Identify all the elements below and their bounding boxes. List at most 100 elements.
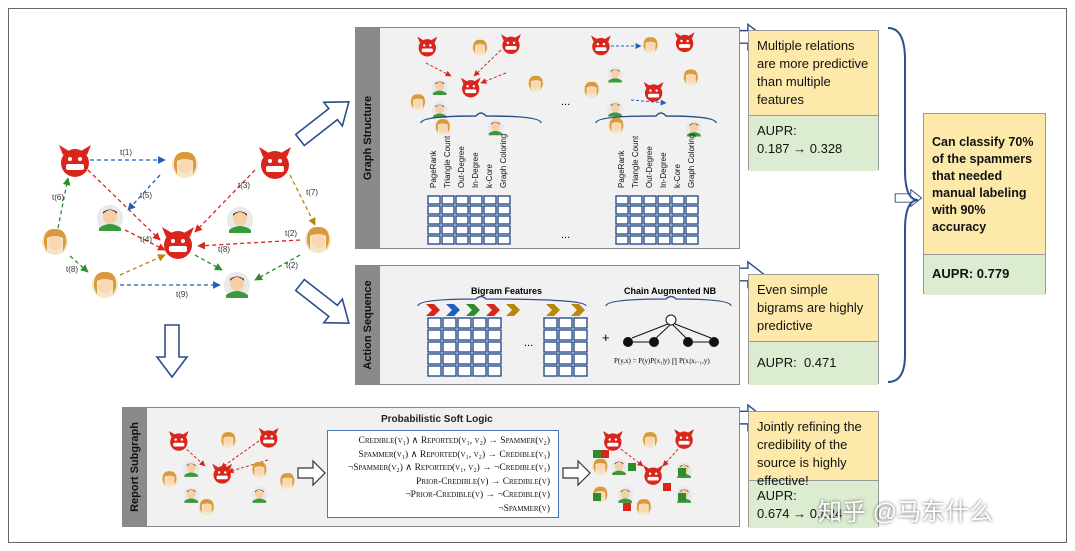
plus-sign: + bbox=[602, 330, 610, 345]
chain-label: Chain Augmented NB bbox=[624, 286, 717, 296]
matrix-cell bbox=[543, 317, 558, 329]
matrix-cell bbox=[442, 317, 457, 329]
feature-label: Out-Degree bbox=[645, 146, 654, 188]
matrix-cell bbox=[685, 205, 699, 215]
matrix-cell bbox=[469, 205, 483, 215]
matrix-cell bbox=[469, 195, 483, 205]
matrix-cell bbox=[615, 195, 629, 205]
matrix-cell bbox=[483, 205, 497, 215]
action-result: Even simple bigrams are highly predictiv… bbox=[748, 274, 879, 385]
matrix-cell bbox=[657, 215, 671, 225]
curly-brace bbox=[887, 27, 919, 383]
matrix-cell bbox=[441, 205, 455, 215]
edge-label: t(8) bbox=[218, 245, 230, 254]
matrix-cell bbox=[671, 215, 685, 225]
result-finding: Jointly refining the credibility of the … bbox=[749, 412, 878, 488]
matrix-cell bbox=[629, 215, 643, 225]
matrix-cell bbox=[643, 225, 657, 235]
feature-label: k-Core bbox=[485, 163, 494, 188]
bigram-chevron bbox=[466, 304, 480, 316]
graph-structure-panel: Graph Structure ... ... PageRank Triangl… bbox=[355, 27, 740, 249]
matrix-cell bbox=[483, 225, 497, 235]
matrix-cell bbox=[643, 215, 657, 225]
matrix-cell bbox=[497, 205, 511, 215]
matrix-cell bbox=[685, 235, 699, 245]
matrix-cell bbox=[497, 235, 511, 245]
action-sequence-figure: Bigram Features Chain Augmented NB ... +… bbox=[417, 286, 732, 377]
edge-label: t(5) bbox=[140, 191, 152, 200]
matrix-cell bbox=[487, 353, 502, 365]
panel-sidebar: Graph Structure bbox=[356, 28, 380, 248]
matrix-cell bbox=[472, 329, 487, 341]
edge-label: t(2) bbox=[286, 261, 298, 270]
matrix-cell bbox=[497, 215, 511, 225]
bigram-chevron bbox=[486, 304, 500, 316]
matrix-cell bbox=[427, 215, 441, 225]
result-metric: AUPR: 0.471 bbox=[749, 341, 878, 385]
matrix-cell bbox=[472, 341, 487, 353]
edge-label: t(6) bbox=[52, 193, 64, 202]
matrix-cell bbox=[483, 195, 497, 205]
matrix-cell bbox=[657, 195, 671, 205]
feature-label: Graph Coloring bbox=[499, 134, 508, 188]
psl-rule: ¬Spammer(v) bbox=[498, 503, 550, 514]
ellipsis: ... bbox=[561, 96, 570, 108]
input-graph bbox=[42, 145, 331, 298]
matrix-cell bbox=[487, 365, 502, 377]
matrix-cell bbox=[469, 225, 483, 235]
matrix-cell bbox=[442, 341, 457, 353]
final-finding: Can classify 70% of the spammers that ne… bbox=[924, 114, 1045, 254]
matrix-cell bbox=[497, 225, 511, 235]
result-metric: AUPR: 0.187 → 0.328 bbox=[749, 115, 878, 171]
bigram-chevron bbox=[426, 304, 440, 316]
matrix-cell bbox=[558, 341, 573, 353]
matrix-cell bbox=[457, 317, 472, 329]
result-finding: Even simple bigrams are highly predictiv… bbox=[749, 275, 878, 341]
psl-rules: Credible(v₁) ∧ Reported(v₁, v₂) → Spamme… bbox=[327, 430, 559, 518]
matrix-cell bbox=[497, 195, 511, 205]
action-sequence-panel: Action Sequence Bigram Features Chain Au… bbox=[355, 265, 740, 385]
matrix-cell bbox=[615, 225, 629, 235]
feature-label: In-Degree bbox=[471, 152, 480, 188]
matrix-cell bbox=[442, 329, 457, 341]
matrix-cell bbox=[615, 235, 629, 245]
matrix-cell bbox=[487, 317, 502, 329]
feature-matrix bbox=[427, 195, 511, 245]
metric-label: AUPR: bbox=[757, 488, 797, 503]
matrix-cell bbox=[487, 341, 502, 353]
feature-label: k-Core bbox=[673, 163, 682, 188]
figure-frame bbox=[8, 8, 1067, 543]
watermark: 知乎 @马东什么 bbox=[818, 499, 994, 526]
matrix-cell bbox=[643, 235, 657, 245]
matrix-cell bbox=[472, 365, 487, 377]
matrix-cell bbox=[483, 215, 497, 225]
matrix-cell bbox=[615, 205, 629, 215]
report-result: Jointly refining the credibility of the … bbox=[748, 411, 879, 528]
matrix-cell bbox=[427, 235, 441, 245]
feature-matrix bbox=[615, 195, 699, 245]
feature-label: Triangle Count bbox=[443, 135, 452, 188]
matrix-cell bbox=[442, 365, 457, 377]
matrix-cell bbox=[685, 225, 699, 235]
matrix-cell bbox=[487, 329, 502, 341]
matrix-cell bbox=[573, 353, 588, 365]
matrix-cell bbox=[558, 353, 573, 365]
matrix-cell bbox=[671, 195, 685, 205]
matrix-cell bbox=[573, 365, 588, 377]
matrix-cell bbox=[543, 353, 558, 365]
metric-label: AUPR: bbox=[757, 355, 797, 370]
report-subgraph-panel: Report Subgraph Probabilistic Soft Logic… bbox=[122, 407, 740, 527]
matrix-cell bbox=[483, 235, 497, 245]
psl-rule: Credible(v₁) ∧ Reported(v₁, v₂) → Spamme… bbox=[358, 436, 550, 446]
matrix-cell bbox=[643, 195, 657, 205]
graph-structure-figure: ... ... PageRank Triangle Count Out-Degr… bbox=[409, 32, 717, 245]
matrix-cell bbox=[455, 195, 469, 205]
matrix-cell bbox=[657, 235, 671, 245]
matrix-cell bbox=[629, 225, 643, 235]
matrix-cell bbox=[543, 341, 558, 353]
matrix-cell bbox=[455, 235, 469, 245]
matrix-cell bbox=[657, 205, 671, 215]
matrix-cell bbox=[441, 195, 455, 205]
matrix-cell bbox=[441, 215, 455, 225]
matrix-cell bbox=[457, 353, 472, 365]
